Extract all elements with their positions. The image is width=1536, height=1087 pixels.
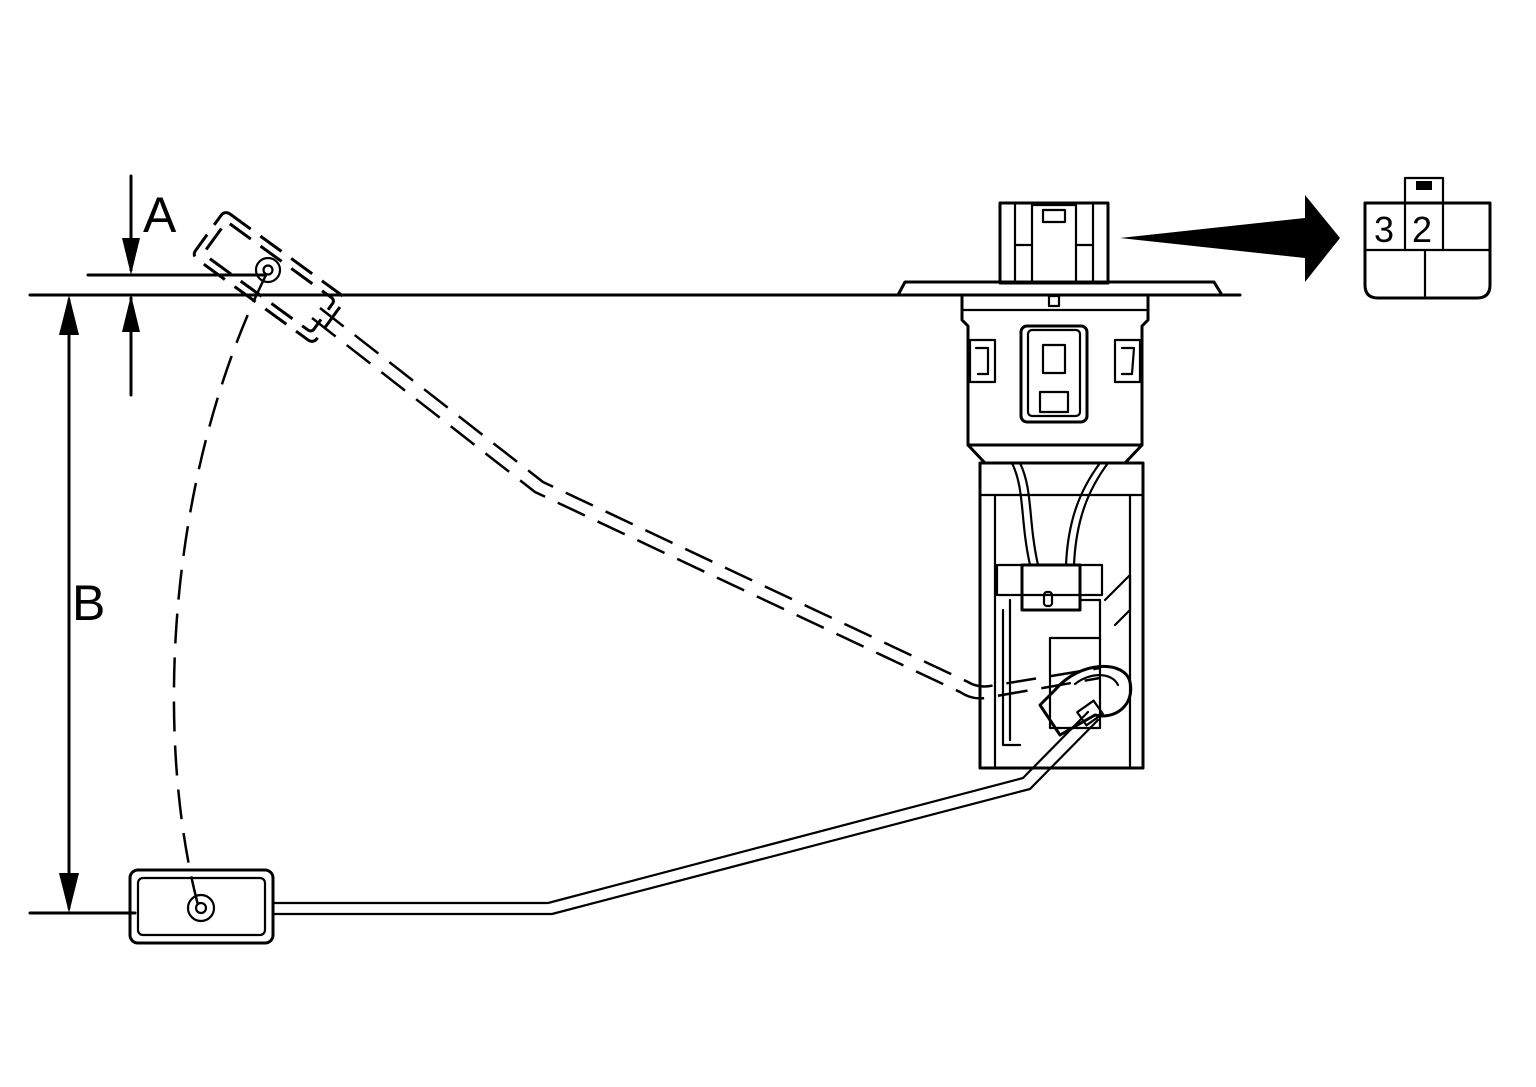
pin-3-label: 3 bbox=[1374, 209, 1394, 250]
dimension-a-label: A bbox=[143, 187, 177, 243]
connector-pin-view: 3 2 bbox=[1363, 176, 1492, 300]
upper-float-dashed bbox=[192, 211, 346, 343]
dimension-b: B bbox=[59, 295, 105, 913]
upper-float-pivot bbox=[254, 256, 282, 284]
dimension-b-label: B bbox=[72, 575, 105, 631]
dimension-a: A bbox=[122, 174, 177, 397]
sender-unit bbox=[896, 201, 1224, 770]
upper-float-arm-dashed bbox=[311, 307, 1101, 700]
lower-float-arm bbox=[271, 710, 1100, 916]
view-arrow bbox=[1120, 195, 1340, 282]
lower-float bbox=[128, 868, 275, 945]
float-swing-arc bbox=[172, 274, 268, 906]
pin-2-label: 2 bbox=[1412, 209, 1432, 250]
